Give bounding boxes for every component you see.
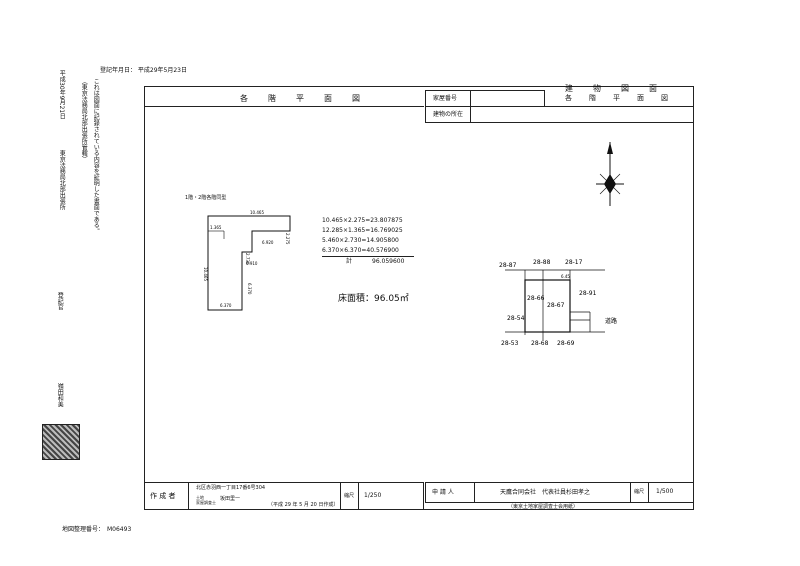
calc-line: 6.370×6.370=40.576900: [322, 247, 399, 254]
calc-line: 12.285×1.365=16.769025: [322, 227, 403, 234]
right-title-sub: 各 階 平 面 図: [565, 94, 673, 102]
parcel-label: 6.45: [561, 274, 570, 279]
scale-right: 1/500: [656, 488, 674, 495]
creator-qualification-2: 家屋調査士: [196, 500, 216, 505]
parcel-label: 28-91: [579, 290, 597, 297]
creator-name: 坂田里一: [220, 496, 241, 502]
dim-inner-v2: 6.370: [247, 283, 252, 295]
floor-plan-outline: [207, 215, 291, 311]
parcel-label: 28-67: [547, 302, 565, 309]
calc-total-label: 計: [346, 258, 353, 265]
north-arrow-icon: [596, 142, 624, 206]
applicant-divider: [474, 482, 475, 503]
calc-line: 10.465×2.275=23.807875: [322, 217, 403, 224]
scale-divider-left: [340, 482, 341, 510]
dim-left-v: 10.465: [203, 267, 208, 281]
calc-rule: [322, 256, 414, 257]
parcel-label: 28-87: [499, 262, 517, 269]
applicant-label: 申 請 人: [432, 489, 454, 496]
association-note: （東京土地家屋調査士会用紙）: [508, 504, 579, 510]
legal-office: 東京法務局北部出張所: [58, 150, 66, 210]
dim-inner-h: 0.910: [246, 261, 258, 266]
map-number: 地図整理番号： M06493: [62, 526, 132, 533]
location-cell: 建物の所在: [425, 106, 694, 123]
house-number-divider: [470, 90, 471, 107]
parcel-label: 28-54: [507, 315, 525, 322]
location-label: 建物の所在: [433, 111, 464, 118]
scale-label-left: 縮尺: [344, 493, 355, 499]
registrar-role: 登記官: [56, 292, 64, 310]
scale-label-right: 縮尺: [634, 489, 645, 495]
calc-line: 5.460×2.730=14.905800: [322, 237, 399, 244]
parcel-label: 28-88: [533, 259, 551, 266]
left-panel-title: 各 階 平 面 図: [240, 94, 366, 103]
dim-mid-right: 6.920: [262, 240, 274, 245]
parcel-label: 28-17: [565, 259, 583, 266]
applicant-block: [425, 482, 694, 503]
dim-right-short: 2.275: [285, 233, 290, 245]
creator-block: [144, 482, 424, 510]
certification-text: これは図面に記録されている内容を証明した書面である。: [92, 78, 100, 234]
registrar-name: 嶺田和美: [56, 383, 64, 407]
dim-bottom: 6.370: [220, 303, 232, 308]
creator-address: 北区赤羽西一丁目17番6号304: [196, 485, 266, 491]
parcel-label: 28-66: [527, 295, 545, 302]
location-divider: [470, 106, 471, 123]
floor-area: 床面積：96.05㎡: [338, 294, 409, 304]
parcel-label: 28-68: [531, 340, 549, 347]
scale-divider-left-2: [358, 482, 359, 510]
applicant-name: 天鷹合同会社 代表社員杉田孝之: [500, 489, 591, 496]
jurisdiction-text: （東京法務局北部出張所管轄）: [80, 78, 88, 162]
creator-qualification-1: 土地: [196, 495, 204, 500]
scale-divider-right-2: [648, 482, 649, 503]
scale-divider-right: [630, 482, 631, 503]
calc-total-value: 96.059600: [372, 258, 405, 265]
record-date: 登記年月日： 平成29年5月23日: [100, 67, 187, 74]
certification-date: 平成30年9月21日: [58, 70, 66, 120]
creator-divider: [188, 482, 189, 510]
parcel-label: 28-53: [501, 340, 519, 347]
right-title-main: 建 物 図 面: [565, 84, 663, 93]
road-label: 道路: [605, 317, 617, 325]
house-number-label: 家屋番号: [433, 95, 458, 102]
dim-upper-left: 1.365: [210, 225, 222, 230]
site-map-drawing: 28-87 28-88 28-17 28-66 28-67 28-91 28-5…: [499, 259, 617, 347]
house-number-cell: 家屋番号: [425, 90, 545, 107]
parcel-label: 28-69: [557, 340, 575, 347]
scale-left: 1/250: [364, 492, 382, 499]
creator-date: （平成 29 年 5 月 20 日作成）: [268, 502, 339, 508]
official-seal-icon: [42, 424, 80, 460]
floor-label: 1階・2階各階同型: [185, 195, 227, 201]
dim-inner-v: 2.730: [245, 253, 250, 265]
floor-plan-drawing: 10.465 1.365 2.275 6.920 2.730 0.910 10.…: [203, 210, 291, 311]
creator-label: 作 成 者: [150, 492, 176, 500]
left-title-rule: [144, 106, 424, 107]
dim-top: 10.465: [250, 210, 264, 215]
